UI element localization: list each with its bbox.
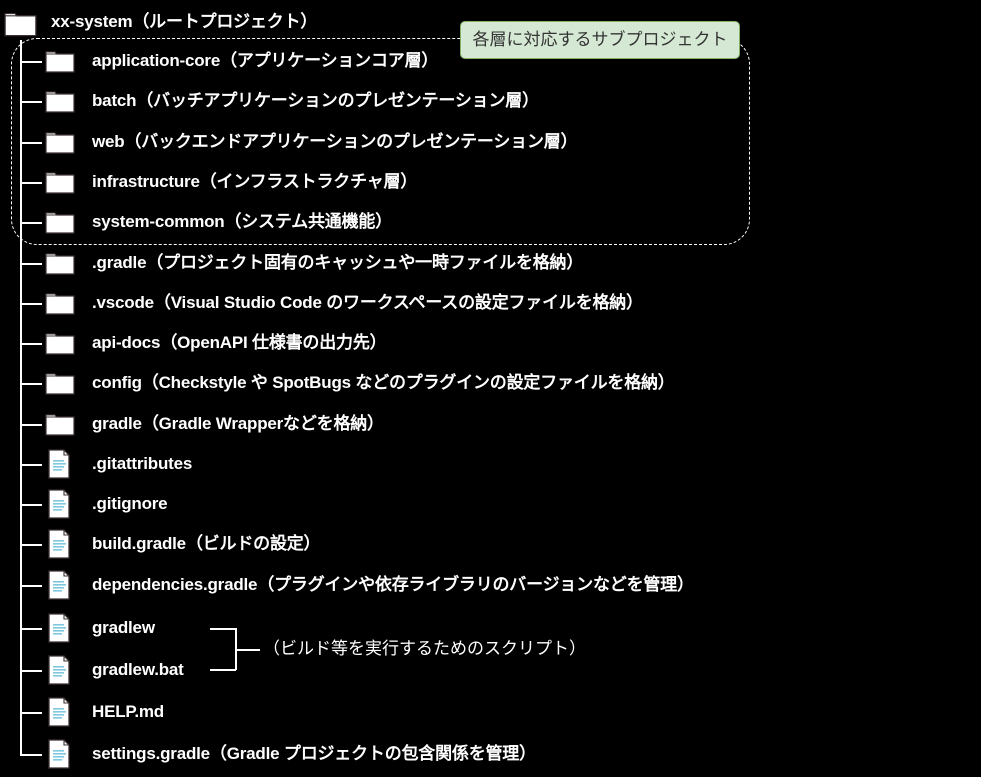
node-name: dependencies.gradle	[92, 575, 258, 594]
branch-line	[20, 383, 42, 385]
node-name: config	[92, 373, 142, 392]
node-name: build.gradle	[92, 534, 186, 553]
file-icon	[48, 529, 70, 559]
branch-line	[20, 303, 42, 305]
node-name: api-docs	[92, 333, 161, 352]
branch-line	[20, 504, 42, 506]
file-icon	[48, 739, 70, 769]
branch-line	[20, 182, 42, 184]
branch-line	[20, 343, 42, 345]
folder-icon	[45, 49, 75, 73]
file-icon	[48, 613, 70, 643]
folder-icon	[45, 412, 75, 436]
node-name: batch	[92, 91, 137, 110]
file-icon	[48, 449, 70, 479]
node-desc: （バッチアプリケーションのプレゼンテーション層）	[136, 91, 539, 110]
node-name: settings.gradle	[92, 744, 210, 763]
node-name: HELP.md	[92, 702, 164, 721]
tree-trunk-line	[20, 40, 22, 755]
node-desc: （プラグインや依存ライブラリのバージョンなどを管理）	[257, 575, 694, 594]
branch-line	[20, 142, 42, 144]
subproject-callout: 各層に対応するサブプロジェクト	[460, 21, 740, 59]
folder-icon	[45, 371, 75, 395]
node-name: gradlew	[92, 618, 155, 637]
folder-icon	[45, 251, 75, 275]
node-desc: （Visual Studio Code のワークスペースの設定ファイルを格納）	[153, 293, 643, 312]
node-name: web	[92, 132, 125, 151]
branch-line	[20, 544, 42, 546]
branch-line	[20, 670, 42, 672]
node-name: gradle	[92, 414, 142, 433]
branch-line	[20, 585, 42, 587]
tree-branch-end	[20, 754, 42, 756]
folder-icon	[45, 89, 75, 113]
file-icon	[48, 697, 70, 727]
node-desc: （プロジェクト固有のキャッシュや一時ファイルを格納）	[146, 253, 584, 272]
node-desc: （Checkstyle や SpotBugs などのプラグインの設定ファイルを格…	[141, 373, 675, 392]
folder-icon	[45, 210, 75, 234]
branch-line	[20, 222, 42, 224]
folder-icon	[45, 170, 75, 194]
folder-icon	[45, 130, 75, 154]
folder-icon	[45, 291, 75, 315]
node-name: .gradle	[92, 253, 147, 272]
folder-icon	[4, 10, 37, 37]
branch-line	[20, 61, 42, 63]
branch-line	[20, 101, 42, 103]
node-desc: （Gradle プロジェクトの包含関係を管理）	[209, 744, 536, 763]
node-name: .gitignore	[92, 494, 168, 513]
node-name: .vscode	[92, 293, 154, 312]
node-name: application-core	[92, 51, 221, 70]
node-desc: （バックエンドアプリケーションのプレゼンテーション層）	[124, 132, 578, 151]
node-desc: （ルートプロジェクト）	[132, 12, 318, 31]
node-name: system-common	[92, 212, 225, 231]
node-name: gradlew.bat	[92, 660, 184, 679]
node-desc: （アプリケーションコア層）	[220, 51, 439, 70]
branch-line	[20, 263, 42, 265]
node-desc: （システム共通機能）	[224, 212, 393, 231]
branch-line	[20, 628, 42, 630]
file-icon	[48, 655, 70, 685]
branch-line	[20, 464, 42, 466]
file-icon	[48, 570, 70, 600]
node-desc: （インフラストラクチャ層）	[199, 172, 418, 191]
node-name: .gitattributes	[92, 454, 193, 473]
node-name: xx-system	[51, 12, 133, 31]
branch-line	[20, 424, 42, 426]
branch-line	[20, 712, 42, 714]
node-desc: （OpenAPI 仕様書の出力先）	[160, 333, 387, 352]
gradlew-bracket-label: （ビルド等を実行するためのスクリプト）	[263, 639, 586, 658]
file-icon	[48, 489, 70, 519]
node-desc: （Gradle Wrapperなどを格納）	[141, 414, 384, 433]
folder-icon	[45, 331, 75, 355]
node-desc: （ビルドの設定）	[185, 534, 321, 553]
node-name: infrastructure	[92, 172, 200, 191]
subproject-group-box	[11, 38, 750, 245]
